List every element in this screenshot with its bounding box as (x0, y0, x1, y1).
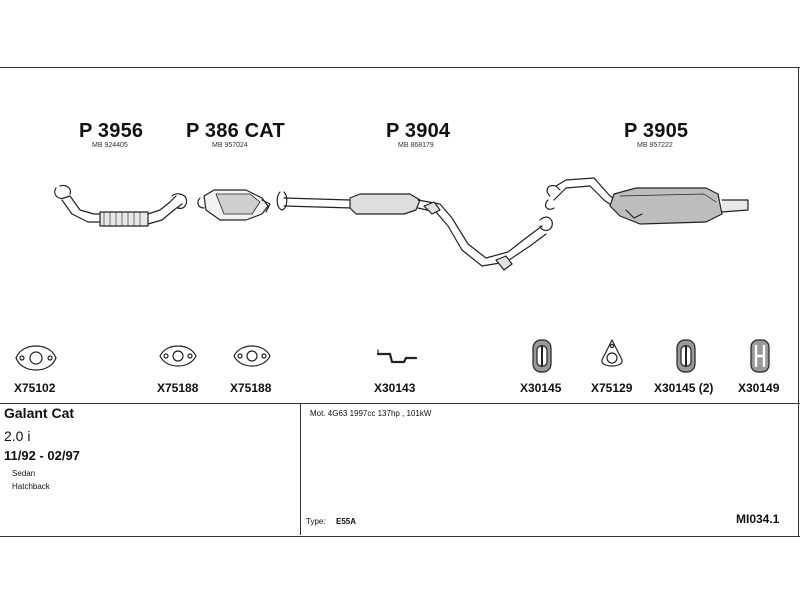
part-ref-catalyst: MB 957024 (212, 142, 248, 149)
fitting-code: X30145 (2) (654, 381, 714, 395)
part-title-rear-silencer: P 3905 (624, 120, 689, 142)
gasket-flange-icon (233, 345, 271, 367)
fitting-code: X75102 (14, 381, 56, 395)
motor-spec: Mot. 4G63 1997cc 137hp , 101kW (310, 409, 432, 418)
fitting-code: X30145 (520, 381, 562, 395)
rear-silencer-drawing (544, 177, 749, 225)
vehicle-years: 11/92 - 02/97 (4, 448, 80, 463)
rubber-hanger-icon (676, 339, 696, 373)
type-label: Type: (306, 517, 326, 526)
catalyst-drawing (197, 189, 271, 221)
diagram-reference: MI034.1 (736, 512, 780, 526)
gasket-triangle-icon (601, 339, 623, 367)
part-title-catalyst: P 386 CAT (186, 120, 285, 142)
fitting-code: X75188 (157, 381, 199, 395)
fitting-code: X75129 (591, 381, 633, 395)
vehicle-body-type: Hatchback (12, 482, 50, 491)
gasket-3-hole-icon (15, 345, 57, 371)
front-pipe-drawing (54, 184, 188, 227)
vehicle-engine: 2.0 i (4, 428, 31, 444)
part-title-front-pipe: P 3956 (79, 120, 144, 142)
fitting-code: X30149 (738, 381, 780, 395)
part-ref-front-pipe: MB 924405 (92, 142, 128, 149)
diagram-frame (0, 67, 800, 537)
info-divider (300, 403, 301, 535)
middle-pipe-drawing (276, 191, 553, 271)
bracket-icon (376, 349, 418, 364)
vehicle-model: Galant Cat (4, 405, 75, 421)
vehicle-info-box (0, 403, 800, 536)
rubber-hanger-h-icon (750, 339, 770, 373)
part-title-middle-pipe: P 3904 (386, 120, 451, 142)
part-ref-middle-pipe: MB 868179 (398, 142, 434, 149)
vehicle-body-type: Sedan (12, 469, 36, 478)
fitting-code: X30143 (374, 381, 416, 395)
part-ref-rear-silencer: MB 957222 (637, 142, 673, 149)
frame-right-border (798, 67, 799, 537)
fitting-code: X75188 (230, 381, 272, 395)
gasket-flange-icon (159, 345, 197, 367)
type-value: E55A (336, 517, 357, 526)
rubber-hanger-icon (532, 339, 552, 373)
